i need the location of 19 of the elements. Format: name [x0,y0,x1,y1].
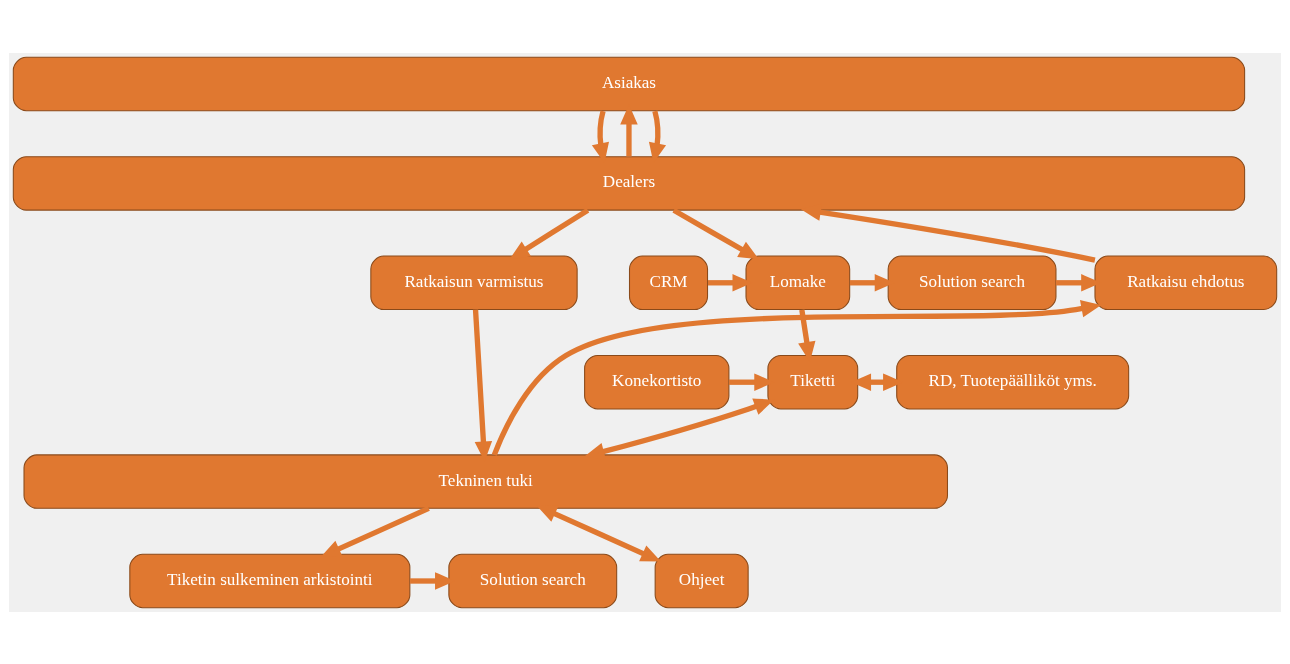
arrow [491,299,1102,456]
node-box: Ratkaisun varmistus [370,255,578,310]
node-box: RD, Tuotepäälliköt yms. [896,354,1130,409]
arrow [536,505,661,562]
node-box: Tekninen tuki [23,453,948,509]
node-box: Ohjeet [654,553,749,608]
node-box: Solution search [448,553,618,608]
node-box: Asiakas [12,56,1246,111]
node-box: Ratkaisu ehdotus [1094,255,1278,310]
node-box: Solution search [887,255,1057,310]
node-box: CRM [628,255,709,310]
arrow [320,505,430,557]
node-box: Tiketti [767,354,859,409]
node-box: Konekortisto [584,354,730,409]
node-box: Dealers [12,155,1246,211]
node-box: Lomake [745,255,851,310]
arrow [672,207,759,259]
node-box: Tiketin sulkeminen arkistointi [129,553,411,608]
arrow [509,207,590,259]
